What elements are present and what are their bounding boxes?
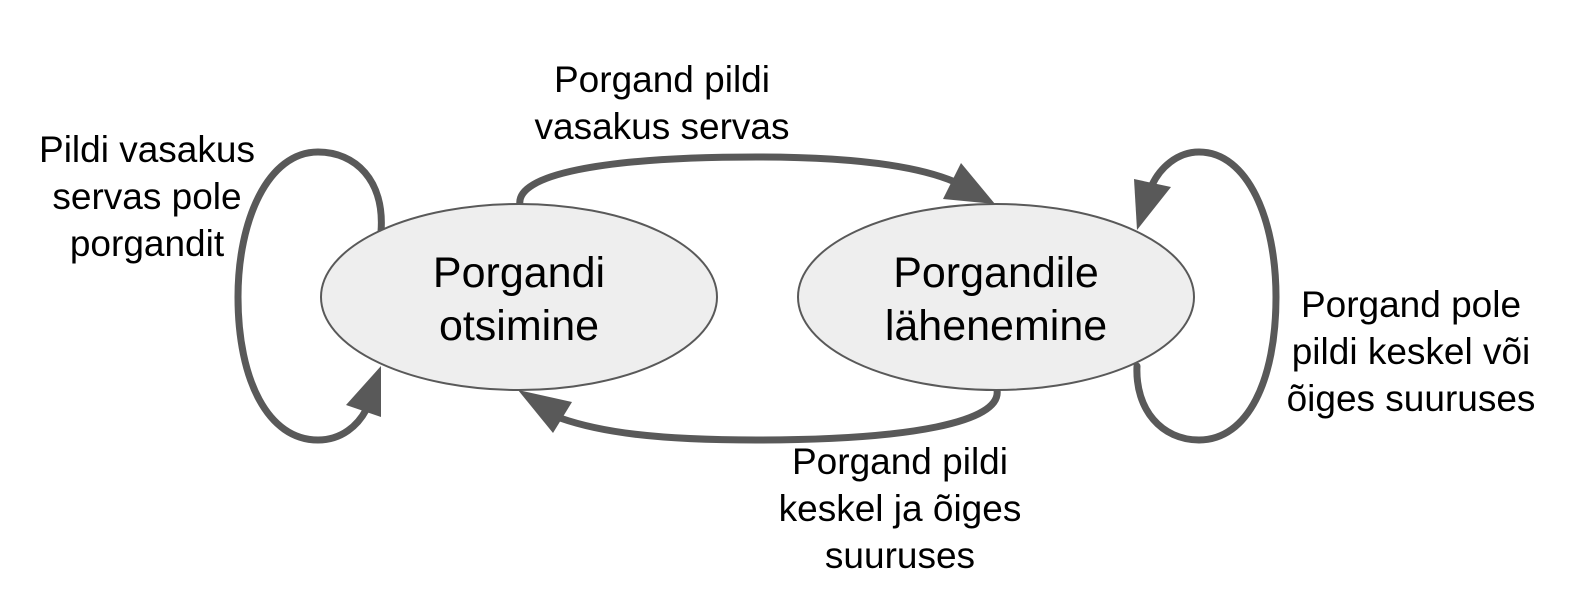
state-ellipse [797,203,1195,391]
edge-label-line-3: porgandit [70,223,225,264]
edge-label-line-2: keskel ja õiges [779,488,1022,529]
edge-label-searching-self: Pildi vasakus servas pole porgandit [39,129,255,264]
state-label-line-2: otsimine [439,302,599,350]
edge-label-line-2: pildi keskel või [1292,331,1531,372]
state-label-line-2: lähenemine [885,302,1107,350]
edge-label-line-3: suuruses [825,535,975,576]
edge-line [516,153,959,209]
arrowhead-icon [518,390,572,433]
state-ellipse [320,203,718,391]
edge-label-approaching-self: Porgand pole pildi keskel või õiges suur… [1287,284,1536,419]
edge-approaching-self-loop [1133,148,1280,444]
edge-searching-self-loop [234,148,385,444]
edge-label-line-3: õiges suuruses [1287,378,1536,419]
edge-searching-to-approaching [516,153,995,209]
state-label-line-1: Porgandile [893,249,1099,297]
arrowhead-icon [943,163,995,204]
state-label-line-1: Porgandi [433,249,605,297]
edge-label-line-1: Porgand pildi [792,441,1008,482]
edge-line [1133,148,1280,444]
edge-line [234,148,385,444]
edge-line [556,386,1001,444]
state-porgandile-lahenemine: Porgandile lähenemine [797,203,1195,391]
arrowhead-icon [346,366,381,417]
state-porgandi-otsimine: Porgandi otsimine [320,203,718,391]
edge-label-searching-to-approaching: Porgand pildi vasakus servas [535,59,790,147]
edge-label-line-2: servas pole [52,176,241,217]
edge-label-line-1: Porgand pildi [554,59,770,100]
edge-approaching-to-searching [518,386,1001,444]
arrowhead-icon [1134,179,1171,230]
edge-label-line-1: Pildi vasakus [39,129,255,170]
edge-label-line-1: Porgand pole [1301,284,1521,325]
edge-label-approaching-to-searching: Porgand pildi keskel ja õiges suuruses [779,441,1022,576]
edge-label-line-2: vasakus servas [535,106,790,147]
